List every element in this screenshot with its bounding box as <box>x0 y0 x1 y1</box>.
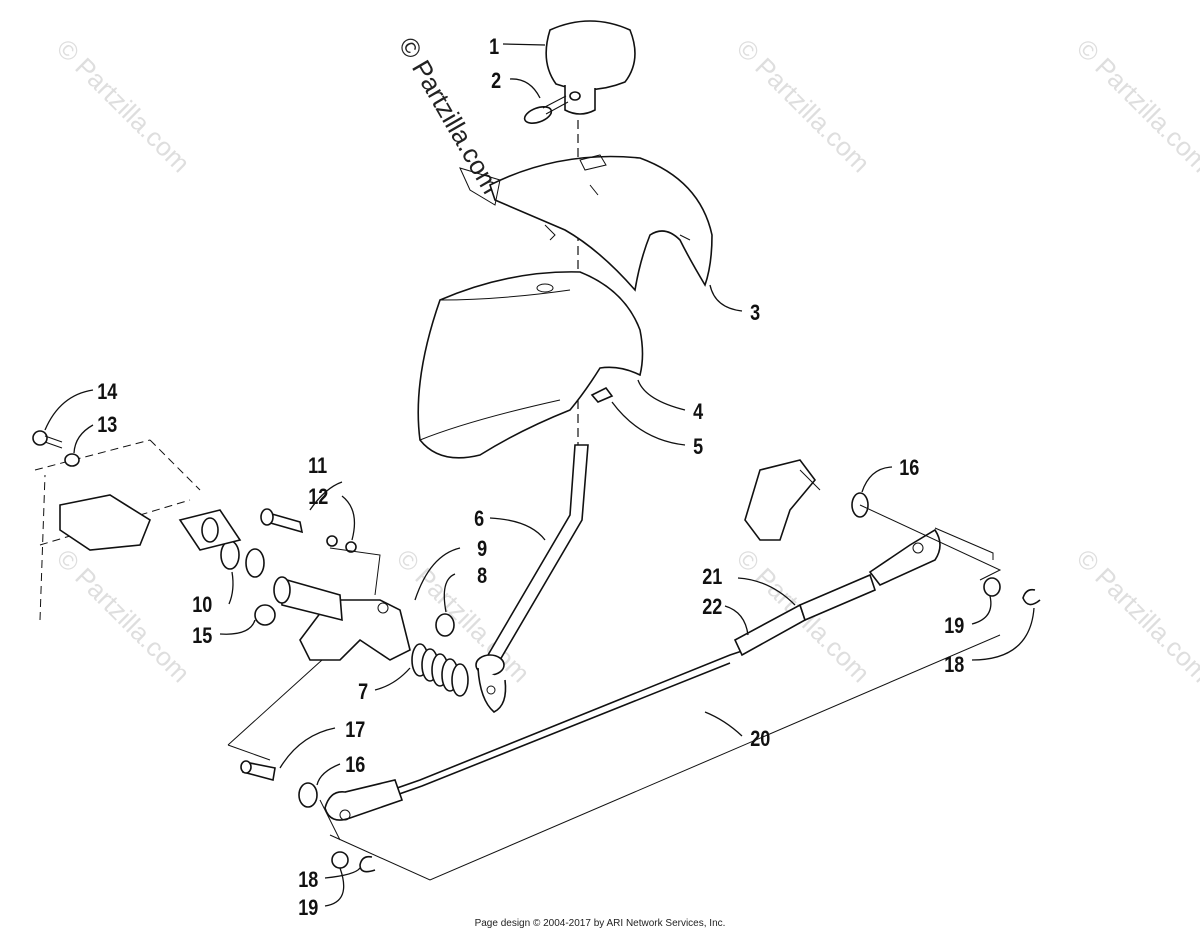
callout-7: 7 <box>358 680 368 704</box>
washer-19-right <box>983 577 1001 597</box>
watermark-tile: © Partzilla.com <box>1071 33 1200 178</box>
bushing-16-lower <box>298 782 318 808</box>
callout-15: 15 <box>192 624 212 648</box>
callout-18-lower: 18 <box>298 868 318 892</box>
callout-labels: 1 2 3 4 5 6 7 8 9 10 11 12 13 14 15 16 1… <box>97 35 964 920</box>
bolt-17 <box>240 760 276 781</box>
washer-12a <box>326 535 338 547</box>
shift-rod <box>324 644 761 821</box>
callout-14: 14 <box>97 380 118 404</box>
shift-knob <box>545 20 636 115</box>
callout-16-upper: 16 <box>899 456 919 480</box>
callout-11: 11 <box>308 454 327 478</box>
screw <box>523 95 569 124</box>
eclip-18-right <box>1022 588 1041 606</box>
callout-2: 2 <box>491 69 501 93</box>
nut <box>435 613 455 637</box>
washer-19-lower <box>331 851 349 869</box>
watermark-tile: © Partzilla.com <box>731 33 876 178</box>
shift-arm <box>744 459 821 541</box>
watermark-tile: © Partzilla.com <box>51 543 196 688</box>
bolt-14 <box>32 430 63 449</box>
callout-10: 10 <box>192 593 212 617</box>
callout-18-right: 18 <box>944 653 964 677</box>
shift-bracket <box>273 576 411 661</box>
eclip-18-lower <box>359 855 376 873</box>
callout-19-lower: 19 <box>298 896 318 920</box>
callout-3: 3 <box>750 301 760 325</box>
callout-21: 21 <box>702 565 722 589</box>
callout-22: 22 <box>702 595 722 619</box>
leader-lines <box>44 43 1035 907</box>
callout-19-right: 19 <box>944 614 964 638</box>
watermark-tile: © Partzilla.com <box>51 33 196 178</box>
callout-13: 13 <box>97 413 117 437</box>
frame-mount <box>34 439 242 621</box>
callout-5: 5 <box>693 435 703 459</box>
callout-1: 1 <box>489 35 499 59</box>
rod-adjuster <box>733 528 941 657</box>
callout-8: 8 <box>477 564 487 588</box>
nut-15 <box>254 604 276 626</box>
callout-17: 17 <box>345 718 365 742</box>
washer-13 <box>64 453 80 467</box>
bolt-11 <box>260 508 304 534</box>
callout-12: 12 <box>308 485 328 509</box>
clip <box>590 386 614 403</box>
callout-4: 4 <box>693 400 704 424</box>
console-boot-upper <box>459 154 713 292</box>
console-boot-lower <box>417 271 644 459</box>
callout-16-lower: 16 <box>345 753 365 777</box>
watermark-tile: © Partzilla.com <box>1071 543 1200 688</box>
page-footer: Page design © 2004-2017 by ARI Network S… <box>474 918 726 929</box>
guide-lines <box>227 504 1002 881</box>
callout-9: 9 <box>477 537 487 561</box>
shift-lever <box>475 444 589 713</box>
callout-6: 6 <box>474 507 484 531</box>
callout-20: 20 <box>750 727 770 751</box>
washer-12b <box>345 541 357 553</box>
o-rings <box>220 540 265 578</box>
spring <box>411 643 469 697</box>
